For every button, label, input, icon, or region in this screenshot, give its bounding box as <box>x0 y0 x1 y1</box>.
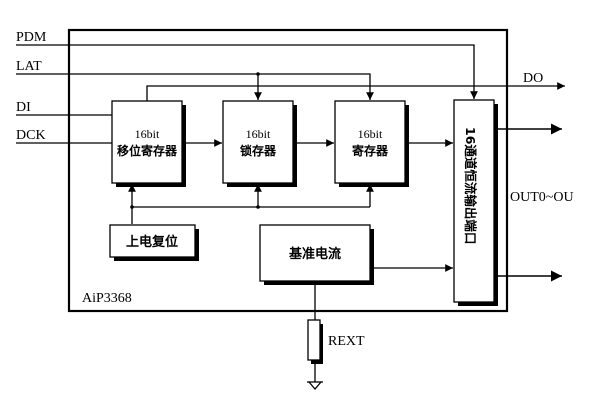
latch-block <box>222 100 294 184</box>
register-block <box>334 100 406 184</box>
ground-icon <box>308 381 322 390</box>
rext-resistor <box>307 319 321 361</box>
output-port-label: 16通道恒流输出端口 <box>463 127 478 244</box>
latch-label: 锁存器 <box>240 143 277 158</box>
register-width: 16bit <box>358 127 383 141</box>
power-on-reset-block <box>109 224 196 258</box>
pin-lat-label: LAT <box>16 59 42 74</box>
output-port-block <box>453 99 495 303</box>
shift-register-label: 移位寄存器 <box>117 143 178 158</box>
chip-name: AiP3368 <box>82 291 132 306</box>
reference-current-block <box>259 224 371 282</box>
rext-label: REXT <box>328 334 365 349</box>
shift-register-block <box>111 100 183 184</box>
do-wire <box>146 82 565 101</box>
lat-wire <box>16 73 374 100</box>
pin-di-label: DI <box>16 100 31 115</box>
reset-junction-shift <box>130 205 134 209</box>
latch-width: 16bit <box>246 127 271 141</box>
power-on-reset-label: 上电复位 <box>126 234 178 250</box>
reference-current-label: 基准电流 <box>288 246 341 262</box>
pin-dck-label: DCK <box>16 128 46 143</box>
pin-do-label: DO <box>523 71 543 86</box>
pin-pdm-label: PDM <box>16 30 47 45</box>
pin-out-label: OUT0~OU <box>510 190 574 205</box>
shift-register-width: 16bit <box>135 127 160 141</box>
lat-junction <box>256 72 260 76</box>
register-label: 寄存器 <box>352 143 389 158</box>
pdm-wire <box>16 44 478 99</box>
reset-junction-latch <box>256 205 260 209</box>
